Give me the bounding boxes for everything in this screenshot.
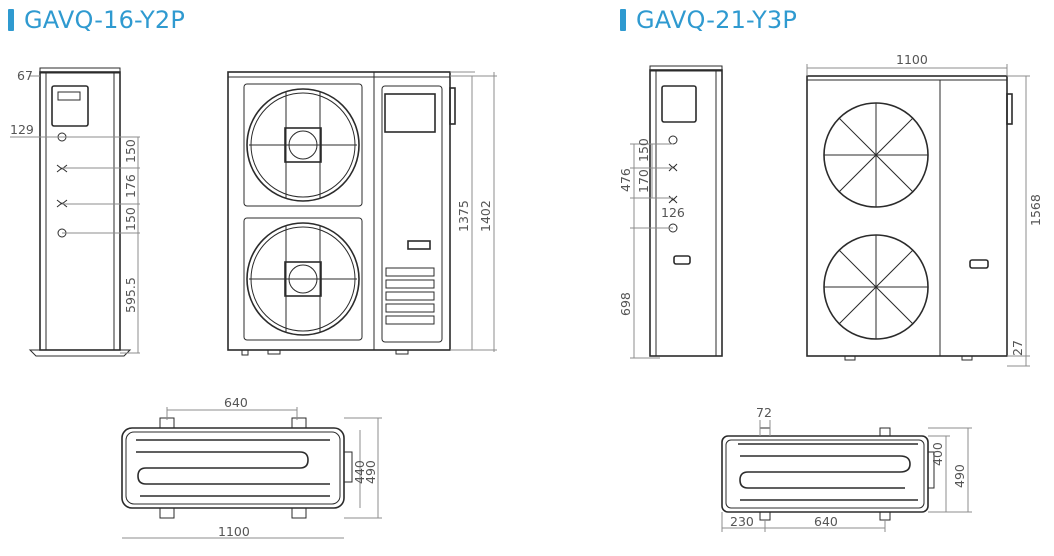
- dim-top-inner-depth: 400: [930, 442, 945, 466]
- dim-top-bracket: 72: [756, 405, 772, 420]
- dim-front-total-height: 1402: [478, 200, 493, 232]
- dim-side-port1: 129: [10, 122, 34, 137]
- dim-front-inner-height: 1375: [456, 200, 471, 232]
- title-marker: [620, 9, 626, 31]
- dim-top-width: 1100: [218, 524, 250, 539]
- top-view-1: 640 1100 440 490: [121, 395, 382, 539]
- dim-side-gap-a: 150: [636, 138, 651, 162]
- dim-top-total-depth: 490: [952, 464, 967, 488]
- front-view-2: 1100 1568 27: [806, 52, 1043, 367]
- dim-side-gap1: 150: [123, 139, 138, 163]
- front-view-1: 1375 1402: [227, 71, 497, 356]
- dim-side-port: 126: [661, 205, 685, 220]
- dim-side-gap2: 176: [123, 174, 138, 198]
- dim-front-width: 1100: [896, 52, 928, 67]
- dim-side-gap-b: 170: [636, 169, 651, 193]
- side-view-2: 150 170 476 126 698: [618, 65, 723, 359]
- dim-side-gap3: 150: [123, 207, 138, 231]
- dim-side-bottom: 698: [618, 292, 633, 316]
- title-marker: [8, 9, 14, 31]
- dim-side-upper: 476: [618, 168, 633, 192]
- model-name: GAVQ-16-Y2P: [24, 6, 186, 34]
- dim-top-mount-span: 640: [224, 395, 248, 410]
- dim-front-height: 1568: [1028, 194, 1043, 226]
- dim-top-mount-span: 640: [814, 514, 838, 529]
- model-title-2: GAVQ-21-Y3P: [620, 6, 797, 34]
- dim-side-bottom: 595.5: [123, 277, 138, 313]
- dim-top-inner-depth: 440: [352, 460, 367, 484]
- side-view-1: 67 129 150 176 150 595.5: [10, 67, 140, 357]
- dim-side-top: 67: [17, 68, 33, 83]
- dim-top-total-depth: 490: [363, 460, 378, 484]
- model-title-1: GAVQ-16-Y2P: [8, 6, 185, 34]
- top-view-2: 72 400 490 230 640: [721, 405, 972, 532]
- dim-front-foot: 27: [1010, 340, 1025, 356]
- dim-top-offset: 230: [730, 514, 754, 529]
- model-name: GAVQ-21-Y3P: [636, 6, 798, 34]
